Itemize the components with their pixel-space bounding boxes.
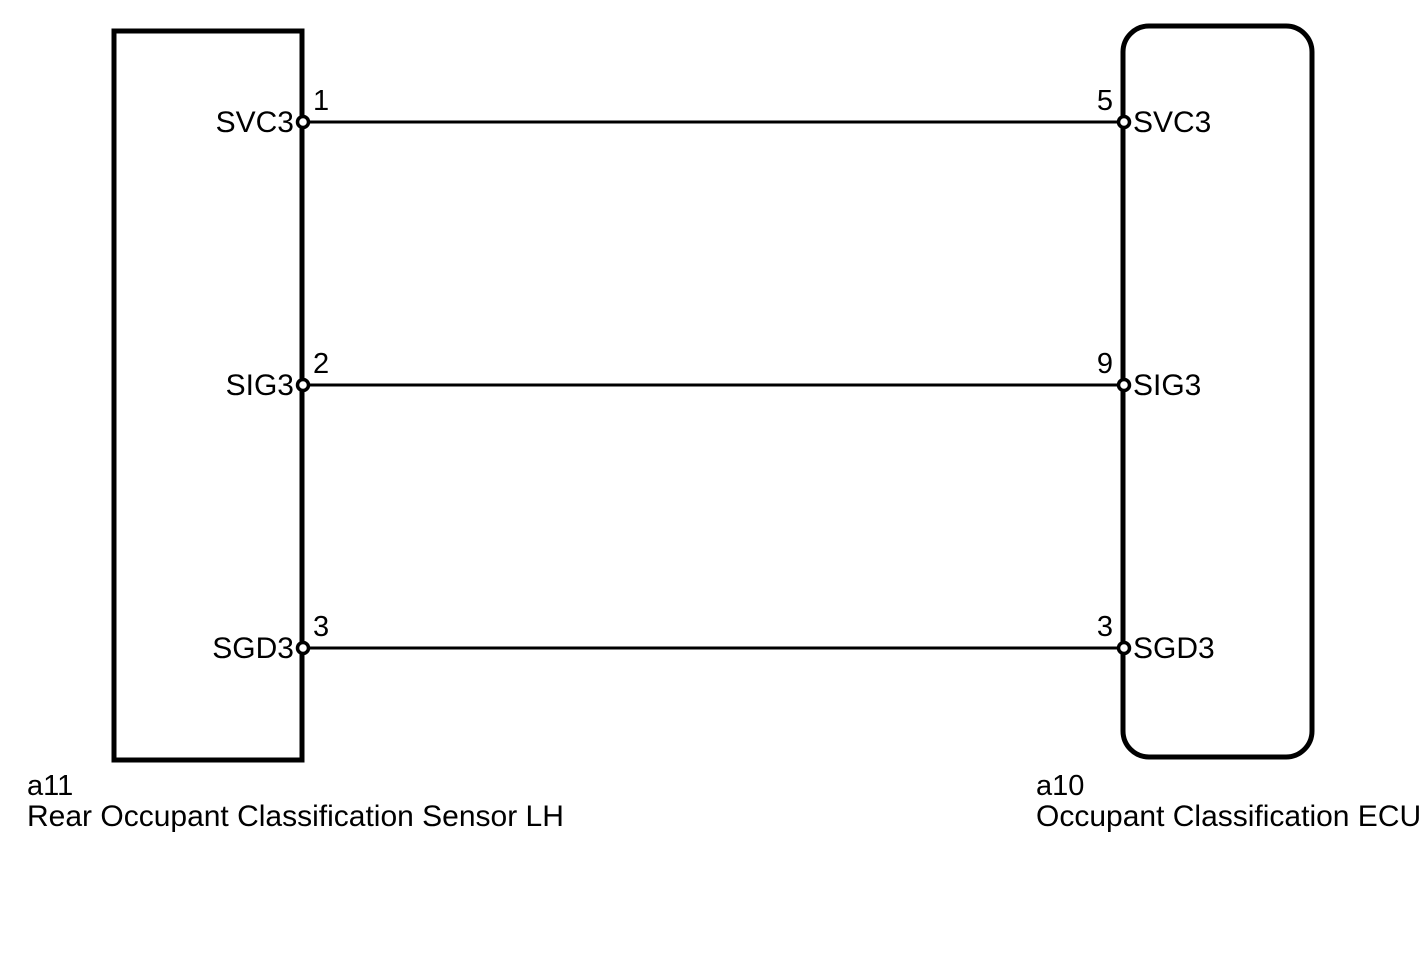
- signal-label-left-sig3: SIG3: [226, 369, 294, 402]
- pin-number-right-sgd3: 3: [1097, 611, 1113, 643]
- terminal-dot-right-sig3[interactable]: [1116, 377, 1132, 393]
- connector-name-right: Occupant Classification ECU: [1036, 800, 1421, 833]
- signal-label-right-sig3: SIG3: [1133, 369, 1201, 402]
- terminal-dot-left-sig3[interactable]: [295, 377, 311, 393]
- pin-number-left-svc3: 1: [313, 85, 329, 117]
- pin-number-left-sig3: 2: [313, 348, 329, 380]
- terminal-dot-right-svc3[interactable]: [1116, 114, 1132, 130]
- connector-code-left: a11: [27, 770, 73, 802]
- pin-number-right-sig3: 9: [1097, 348, 1113, 380]
- pin-number-right-svc3: 5: [1097, 85, 1113, 117]
- terminal-dot-left-sgd3[interactable]: [295, 640, 311, 656]
- signal-label-left-sgd3: SGD3: [212, 632, 294, 665]
- terminal-dot-right-sgd3[interactable]: [1116, 640, 1132, 656]
- terminal-dot-left-svc3[interactable]: [295, 114, 311, 130]
- connector-box-left: [111, 28, 305, 763]
- signal-label-right-sgd3: SGD3: [1133, 632, 1215, 665]
- signal-label-left-svc3: SVC3: [216, 106, 294, 139]
- pin-number-left-sgd3: 3: [313, 611, 329, 643]
- connector-code-right: a10: [1036, 770, 1084, 802]
- signal-label-right-svc3: SVC3: [1133, 106, 1211, 139]
- connector-name-left: Rear Occupant Classification Sensor LH: [27, 800, 564, 833]
